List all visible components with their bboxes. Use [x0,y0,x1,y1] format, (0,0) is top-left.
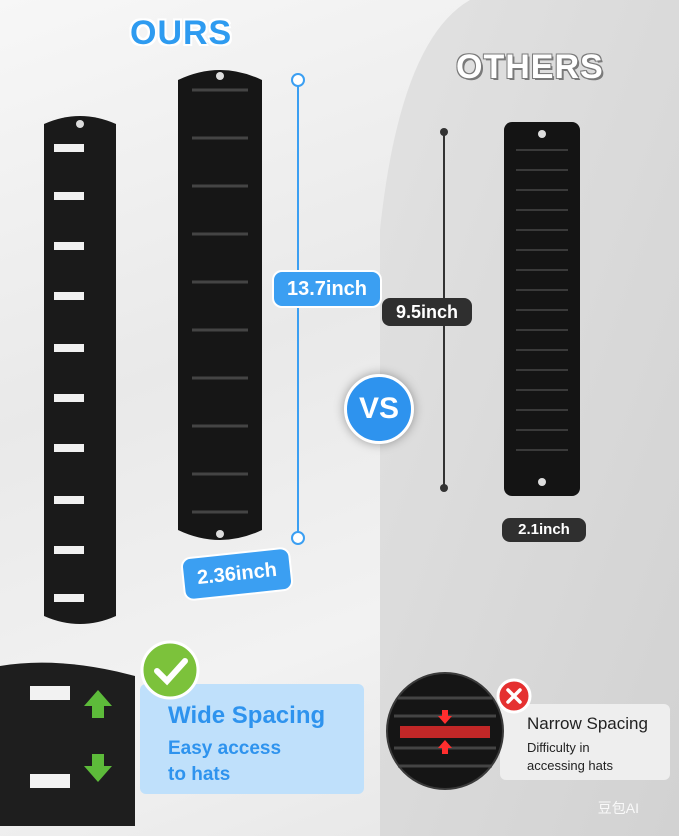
wide-spacing-line1: Easy access [168,738,282,759]
vs-badge: VS [344,374,414,444]
others-width-label: 2.1inch [502,518,586,542]
ours-rack-front [178,70,262,540]
wide-spacing-title: Wide Spacing [168,702,326,729]
green-arrow-down-icon [84,754,112,782]
others-title: OTHERS [456,48,604,86]
narrow-spacing-card [500,704,670,780]
ours-height-label: 13.7inch [272,270,382,308]
green-arrow-up-icon [84,690,112,718]
wide-spacing-closeup [0,662,135,826]
ours-rack-side [44,116,116,624]
others-height-label: 9.5inch [382,298,472,326]
check-circle-icon [140,640,200,700]
narrow-spacing-closeup [386,672,504,790]
cross-circle-icon [496,678,532,714]
wide-spacing-card [140,684,364,794]
narrow-spacing-title: Narrow Spacing [527,714,648,733]
narrow-spacing-line1: Difficulty in [527,740,590,755]
ours-height-line [291,73,305,545]
watermark: 豆包AI [597,800,639,816]
narrow-spacing-line2: accessing hats [527,758,613,773]
others-rack [504,122,580,496]
wide-spacing-line2: to hats [168,764,231,785]
ours-title: OURS [130,14,233,52]
ours-rack-side-slots [54,144,84,602]
